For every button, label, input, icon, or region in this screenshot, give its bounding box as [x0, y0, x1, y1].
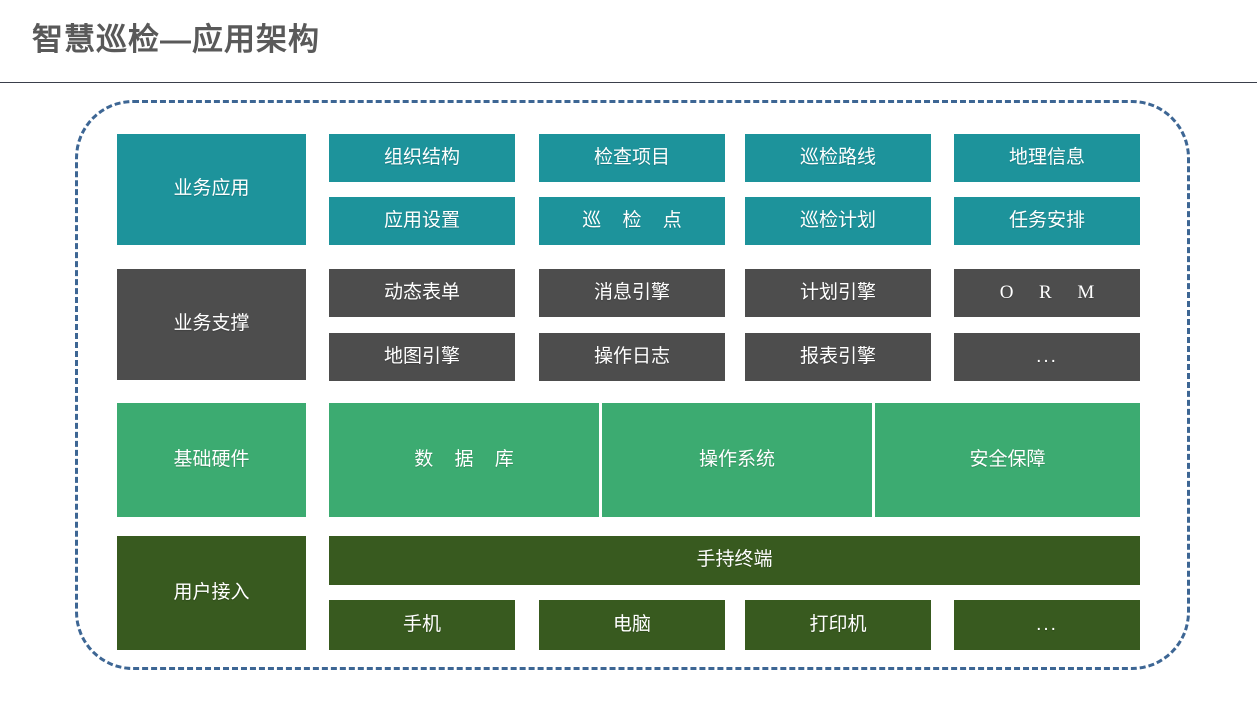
box-map-engine[interactable]: 地图引擎: [329, 333, 515, 381]
architecture-container: [75, 100, 1190, 670]
page-header: 智慧巡检—应用架构: [0, 0, 1257, 83]
box-handheld-terminal[interactable]: 手持终端: [329, 536, 1140, 585]
box-computer[interactable]: 电脑: [539, 600, 725, 650]
box-support-more[interactable]: ...: [954, 333, 1140, 381]
box-inspection-route[interactable]: 巡检路线: [745, 134, 931, 182]
box-message-engine[interactable]: 消息引擎: [539, 269, 725, 317]
box-plan-engine[interactable]: 计划引擎: [745, 269, 931, 317]
layer-label-business-application[interactable]: 业务应用: [117, 134, 306, 245]
box-orm[interactable]: O R M: [954, 269, 1140, 317]
layer-label-basic-hardware[interactable]: 基础硬件: [117, 403, 306, 517]
box-database[interactable]: 数 据 库: [329, 403, 599, 517]
box-mobile-phone[interactable]: 手机: [329, 600, 515, 650]
page-title: 智慧巡检—应用架构: [32, 22, 320, 57]
box-security-assurance[interactable]: 安全保障: [875, 403, 1140, 517]
box-report-engine[interactable]: 报表引擎: [745, 333, 931, 381]
layer-label-business-support[interactable]: 业务支撑: [117, 269, 306, 380]
layer-label-user-access[interactable]: 用户接入: [117, 536, 306, 650]
header-divider: [0, 82, 1257, 83]
box-application-settings[interactable]: 应用设置: [329, 197, 515, 245]
box-printer[interactable]: 打印机: [745, 600, 931, 650]
box-operation-log[interactable]: 操作日志: [539, 333, 725, 381]
box-inspection-item[interactable]: 检查项目: [539, 134, 725, 182]
box-operating-system[interactable]: 操作系统: [602, 403, 872, 517]
box-inspection-point[interactable]: 巡 检 点: [539, 197, 725, 245]
box-dynamic-form[interactable]: 动态表单: [329, 269, 515, 317]
box-geographic-information[interactable]: 地理信息: [954, 134, 1140, 182]
box-user-access-more[interactable]: ...: [954, 600, 1140, 650]
box-inspection-plan[interactable]: 巡检计划: [745, 197, 931, 245]
box-organization-structure[interactable]: 组织结构: [329, 134, 515, 182]
box-task-arrangement[interactable]: 任务安排: [954, 197, 1140, 245]
